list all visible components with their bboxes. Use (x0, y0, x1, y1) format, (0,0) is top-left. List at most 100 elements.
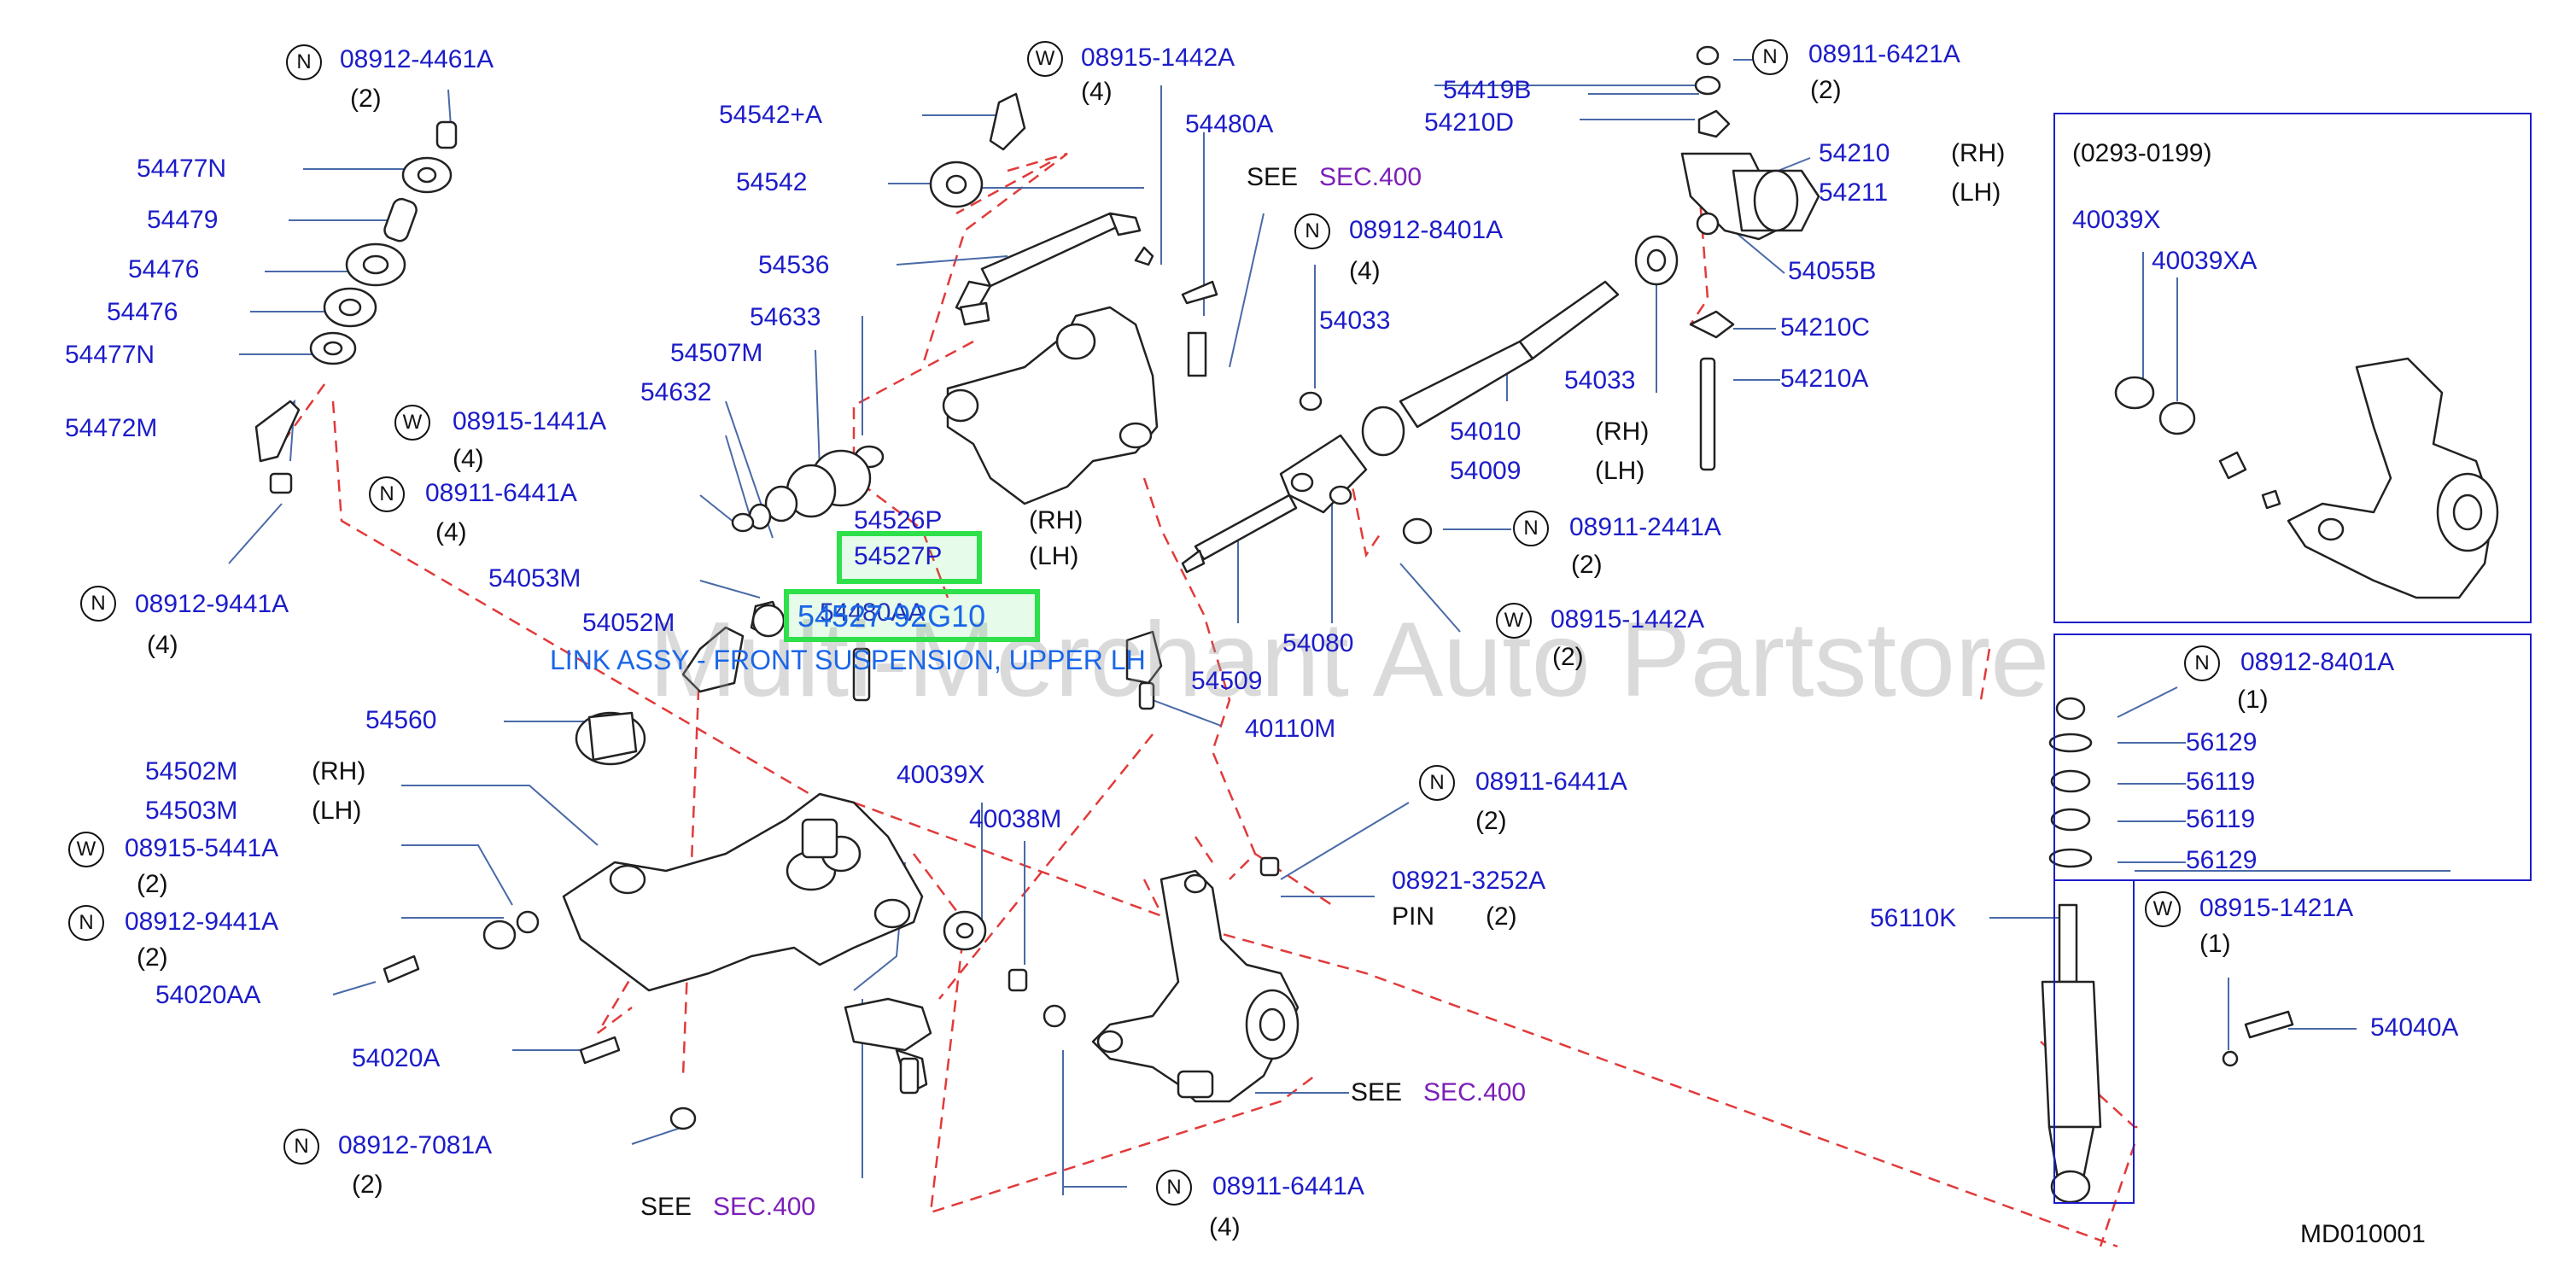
part-link[interactable]: 56129 (2186, 846, 2258, 874)
part-link[interactable]: 56110K (1870, 904, 1957, 932)
part-link[interactable]: 54507M (670, 339, 763, 367)
highlight-part-number[interactable]: 54527-92G10 (797, 598, 986, 634)
inset-box-variant (2053, 113, 2532, 623)
part-qty: (4) (147, 631, 178, 659)
part-side: (RH) (312, 757, 366, 785)
part-link[interactable]: 56119 (2186, 805, 2256, 833)
section-link[interactable]: SEC.400 (1319, 163, 1422, 191)
part-link[interactable]: 08915-1421A (2199, 894, 2354, 922)
part-link[interactable]: 54010 (1450, 417, 1522, 446)
part-link[interactable]: 54542 (736, 168, 808, 196)
part-link[interactable]: 08912-8401A (1349, 216, 1504, 244)
part-link[interactable]: 08915-5441A (125, 834, 279, 862)
inset-box-shock (2053, 881, 2135, 1204)
part-link[interactable]: 54477N (137, 155, 227, 183)
inset-title: (0293-0199) (2072, 139, 2212, 167)
see-text: SEE (1247, 163, 1299, 191)
nut-icon: N (68, 905, 104, 941)
part-link[interactable]: 40038M (969, 805, 1062, 833)
part-link[interactable]: 54480A (1185, 110, 1274, 138)
part-link-highlighted[interactable]: 54527P (854, 542, 943, 570)
part-qty: (4) (435, 518, 467, 546)
part-link[interactable]: 54080 (1282, 629, 1354, 657)
part-link[interactable]: 54020AA (155, 981, 261, 1009)
part-link[interactable]: 08912-4461A (340, 45, 494, 73)
part-link[interactable]: 54419B (1443, 76, 1532, 104)
part-link[interactable]: 08911-6441A (1475, 768, 1627, 796)
part-link[interactable]: 56119 (2186, 768, 2256, 796)
nut-icon: N (1752, 39, 1788, 75)
part-qty: (4) (1349, 257, 1381, 285)
see-text: SEE (640, 1193, 692, 1221)
part-link[interactable]: 08912-7081A (338, 1131, 493, 1159)
part-link[interactable]: 54210A (1780, 365, 1869, 393)
washer-icon: W (2145, 891, 2181, 927)
assembly-dashed-lines (280, 152, 2143, 1248)
part-link[interactable]: 54033 (1564, 366, 1636, 394)
part-link[interactable]: 54033 (1319, 307, 1391, 335)
part-link[interactable]: 08911-2441A (1569, 513, 1721, 541)
part-link[interactable]: 54542+A (719, 101, 822, 129)
part-link[interactable]: 54536 (758, 251, 830, 279)
part-link[interactable]: 54526P (854, 506, 943, 534)
part-link[interactable]: 54480AA (820, 598, 926, 627)
part-link[interactable]: 08911-6421A (1808, 40, 1960, 68)
part-link[interactable]: 56129 (2186, 728, 2258, 756)
part-link[interactable]: 54476 (107, 298, 178, 326)
section-link[interactable]: SEC.400 (1423, 1078, 1527, 1106)
part-link[interactable]: 54210 (1819, 139, 1890, 167)
section-link[interactable]: SEC.400 (713, 1193, 816, 1221)
part-link[interactable]: 08915-1442A (1551, 605, 1705, 634)
part-link[interactable]: 08912-9441A (125, 908, 279, 936)
part-qty: (2) (352, 1171, 383, 1199)
part-link[interactable]: 54055B (1788, 257, 1877, 285)
nut-icon: N (80, 586, 116, 622)
washer-icon: W (394, 405, 430, 441)
part-qty: (4) (1209, 1213, 1241, 1241)
part-link[interactable]: 40039X (897, 761, 985, 789)
part-link[interactable]: 54503M (145, 797, 238, 825)
nut-icon: N (1513, 511, 1549, 546)
part-link[interactable]: 54210C (1780, 313, 1871, 342)
part-link[interactable]: 08921-3252A (1392, 867, 1546, 895)
part-link[interactable]: 54633 (750, 303, 821, 331)
part-link[interactable]: 54509 (1191, 667, 1263, 695)
part-qty: (2) (1810, 76, 1842, 104)
part-link[interactable]: 54472M (65, 414, 158, 442)
part-qty: (4) (1081, 78, 1113, 106)
part-qty: (2) (1475, 807, 1507, 835)
part-link[interactable]: 54053M (488, 564, 581, 593)
part-link[interactable]: 54210D (1424, 108, 1515, 137)
part-link[interactable]: 54560 (365, 706, 437, 734)
part-link[interactable]: 08912-8401A (2240, 648, 2395, 676)
washer-icon: W (68, 832, 104, 867)
part-link[interactable]: 54040A (2370, 1013, 2459, 1042)
part-side: (LH) (1595, 457, 1645, 485)
part-link[interactable]: 08911-6441A (425, 479, 577, 507)
part-link[interactable]: 40110M (1245, 715, 1336, 743)
part-link[interactable]: 54020A (352, 1044, 441, 1072)
highlight-box[interactable] (837, 531, 982, 584)
part-link[interactable]: 40039XA (2152, 247, 2258, 275)
part-link[interactable]: 40039X (2072, 206, 2161, 234)
part-side: (LH) (1951, 178, 2001, 207)
part-link[interactable]: 08915-1441A (453, 407, 607, 435)
highlight-part-number-box[interactable] (784, 589, 1040, 642)
part-link[interactable]: 08911-6441A (1212, 1172, 1364, 1200)
part-link[interactable]: 54009 (1450, 457, 1522, 485)
part-link[interactable]: 54477N (65, 341, 155, 369)
part-link[interactable]: 54052M (582, 609, 675, 637)
nut-icon: N (1419, 765, 1455, 801)
see-section: SEE SEC.400 (640, 1192, 815, 1223)
part-link[interactable]: 08912-9441A (135, 590, 289, 618)
part-qty: (2) (137, 870, 168, 898)
part-link[interactable]: 54632 (640, 378, 712, 406)
part-qty: (2) (1552, 643, 1584, 671)
part-link[interactable]: 54479 (147, 206, 219, 234)
part-link[interactable]: 08915-1442A (1081, 44, 1235, 72)
part-link[interactable]: 54476 (128, 255, 200, 283)
part-qty: (2) (1571, 551, 1603, 579)
part-link[interactable]: 54211 (1819, 178, 1889, 207)
nut-icon: N (283, 1129, 319, 1165)
part-link[interactable]: 54502M (145, 757, 238, 785)
